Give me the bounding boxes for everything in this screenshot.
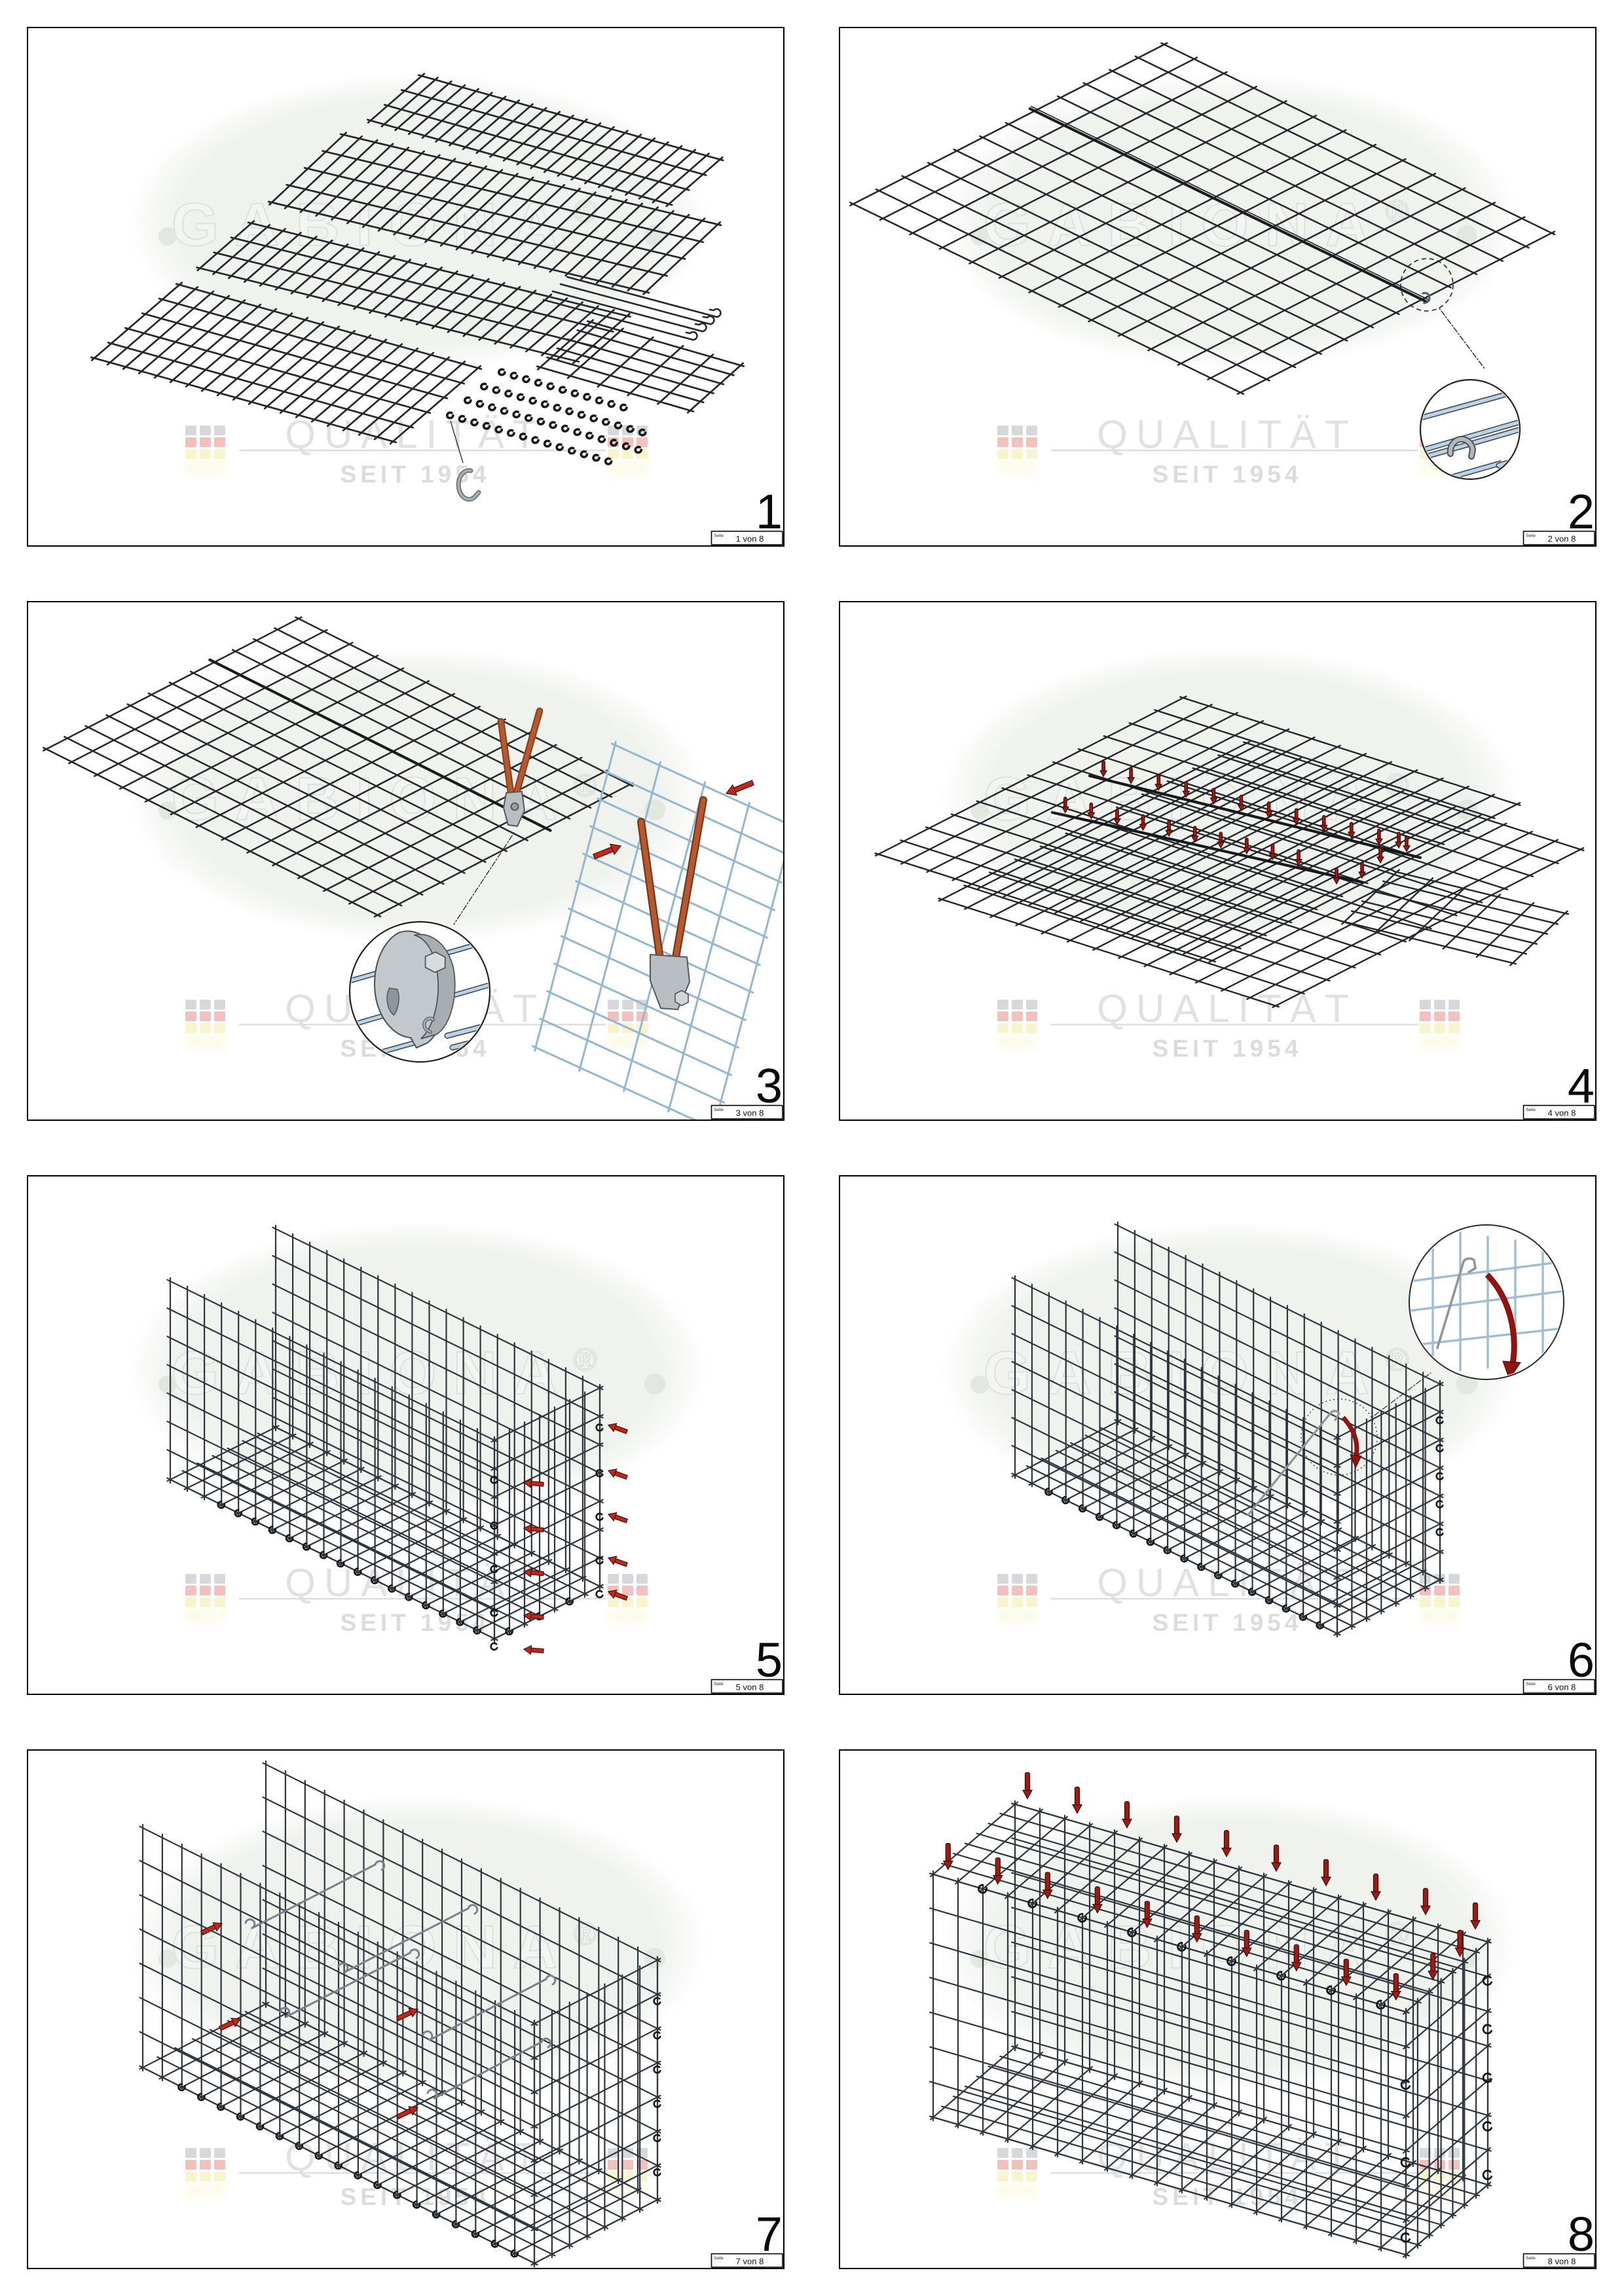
svg-text:SEIT 1954: SEIT 1954: [1153, 461, 1302, 488]
svg-text:Seite: Seite: [1526, 1682, 1536, 1686]
svg-text:QUALITÄT: QUALITÄT: [285, 412, 545, 456]
svg-text:6: 6: [1568, 1633, 1595, 1687]
svg-text:Seite: Seite: [1526, 534, 1536, 538]
svg-text:5: 5: [756, 1633, 783, 1687]
svg-text:SEIT 1954: SEIT 1954: [1153, 1609, 1302, 1636]
svg-text:8 von 8: 8 von 8: [1548, 2257, 1576, 2267]
svg-text:Seite: Seite: [714, 534, 724, 538]
svg-text:GABIONA®: GABIONA®: [172, 765, 614, 833]
svg-text:5 von 8: 5 von 8: [736, 1683, 764, 1692]
svg-text:Seite: Seite: [1526, 2256, 1536, 2261]
svg-text:2 von 8: 2 von 8: [1548, 534, 1576, 544]
svg-text:7: 7: [756, 2207, 783, 2261]
svg-text:SEIT 1954: SEIT 1954: [341, 1609, 490, 1636]
svg-text:3 von 8: 3 von 8: [736, 1108, 764, 1118]
svg-text:2: 2: [1568, 484, 1595, 539]
svg-text:QUALITÄT: QUALITÄT: [1097, 987, 1357, 1030]
svg-text:6 von 8: 6 von 8: [1548, 1683, 1576, 1692]
svg-text:3: 3: [756, 1059, 783, 1113]
svg-text:4 von 8: 4 von 8: [1548, 1108, 1576, 1118]
svg-text:4: 4: [1568, 1059, 1595, 1113]
svg-text:SEIT 1954: SEIT 1954: [1153, 1035, 1302, 1062]
svg-text:Seite: Seite: [714, 1108, 724, 1112]
svg-text:Seite: Seite: [1526, 1108, 1536, 1112]
svg-text:SEIT 1954: SEIT 1954: [341, 461, 490, 488]
svg-text:QUALITÄT: QUALITÄT: [1097, 412, 1357, 456]
svg-text:Seite: Seite: [714, 2256, 724, 2261]
svg-text:8: 8: [1568, 2207, 1595, 2261]
svg-text:Seite: Seite: [714, 1682, 724, 1686]
svg-text:1: 1: [756, 484, 783, 539]
svg-text:1 von 8: 1 von 8: [736, 534, 764, 544]
svg-text:7 von 8: 7 von 8: [736, 2257, 764, 2267]
